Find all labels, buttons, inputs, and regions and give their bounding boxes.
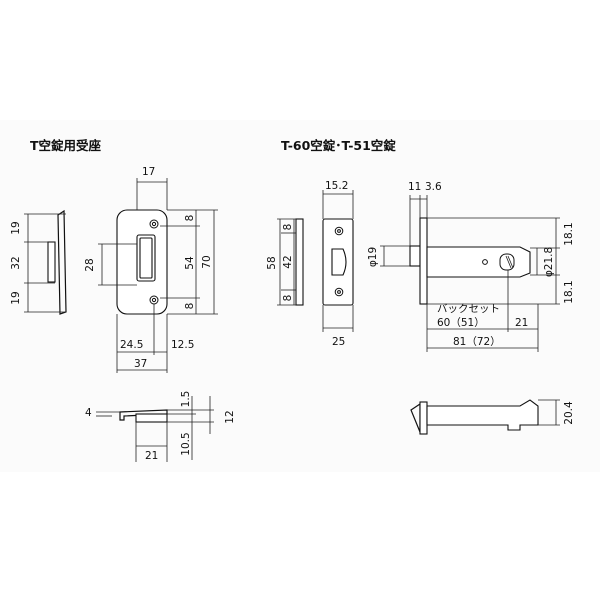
lock-faceplate-view xyxy=(277,190,354,332)
dim-backset-60: 60（51） xyxy=(437,317,485,329)
dim-15-2: 15.2 xyxy=(325,180,348,192)
lock-body-view xyxy=(380,195,560,352)
dim-19-bottom: 19 xyxy=(10,291,22,304)
dim-8-top: 8 xyxy=(184,215,196,222)
lock-top-body xyxy=(426,399,539,431)
dim-20-4: 20.4 xyxy=(563,401,575,425)
spindle-hub xyxy=(499,253,515,271)
dim-32: 32 xyxy=(10,256,22,269)
dim-18-1-bottom: 18.1 xyxy=(563,280,575,303)
strike-front-view xyxy=(98,178,218,373)
lock-faceplate-side xyxy=(295,218,304,306)
lock-top-faceplate xyxy=(419,401,428,435)
dim-17: 17 xyxy=(142,166,155,178)
dim-21-strike: 21 xyxy=(145,450,158,462)
dim-54: 54 xyxy=(184,256,196,270)
dim-10-5: 10.5 xyxy=(180,432,192,455)
dim-24-5: 24.5 xyxy=(120,339,143,351)
dim-21-lock: 21 xyxy=(515,317,528,329)
lock-title: T-60空錠･T-51空錠 xyxy=(281,138,396,153)
strike-box-side xyxy=(47,241,56,283)
dim-1-5: 1.5 xyxy=(180,391,192,408)
strike-latch-recess xyxy=(139,237,153,279)
tube-small-hole xyxy=(482,259,488,265)
strike-top-view xyxy=(96,396,214,462)
dim-25: 25 xyxy=(332,336,345,348)
dim-backset-81: 81（72） xyxy=(453,336,501,348)
dim-3-6: 3.6 xyxy=(425,181,442,193)
backset-label: バックセット xyxy=(437,303,500,315)
dim-19-top: 19 xyxy=(10,221,22,234)
lock-body-faceplate xyxy=(419,217,428,305)
lock-tube-body xyxy=(426,246,531,278)
lock-top-view xyxy=(410,399,560,435)
dim-phi-21-8: φ21.8 xyxy=(543,247,555,277)
strike-box-top xyxy=(135,413,168,423)
latch-front-cylinder xyxy=(409,245,421,267)
dim-37: 37 xyxy=(134,358,147,370)
dim-12: 12 xyxy=(224,410,236,423)
dim-42: 42 xyxy=(282,255,294,268)
strike-title: T空錠用受座 xyxy=(30,138,102,153)
dim-70: 70 xyxy=(201,255,213,268)
latch-bolt xyxy=(331,248,347,276)
dim-8-lock-top: 8 xyxy=(282,224,294,231)
dim-11: 11 xyxy=(408,181,421,193)
dim-28: 28 xyxy=(84,258,96,271)
dim-18-1-top: 18.1 xyxy=(563,222,575,245)
dim-phi-19: φ19 xyxy=(367,247,379,267)
dim-8-bottom: 8 xyxy=(184,303,196,310)
strike-side-view xyxy=(24,209,67,315)
dim-8-lock-bottom: 8 xyxy=(282,295,294,302)
dim-12-5: 12.5 xyxy=(171,339,194,351)
dim-4: 4 xyxy=(85,407,92,419)
dim-58: 58 xyxy=(266,256,278,269)
